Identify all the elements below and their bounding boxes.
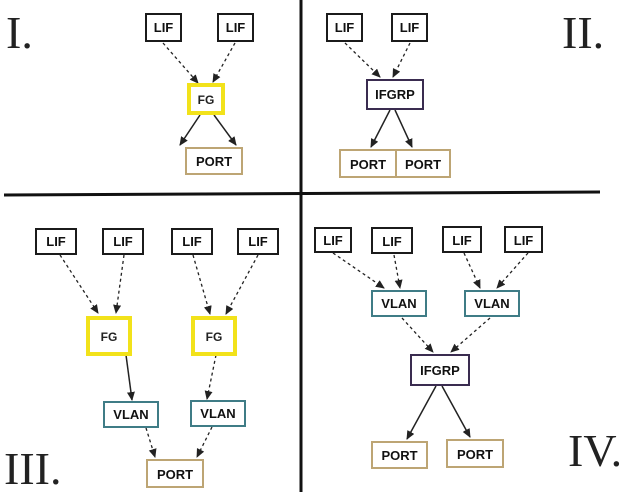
quadrant-2-numeral: II. xyxy=(562,7,604,58)
quadrant-3-numeral: III. xyxy=(4,443,61,492)
vlan-box: VLAN xyxy=(464,290,520,317)
arrow xyxy=(145,427,157,458)
lif-box: LIF xyxy=(442,226,482,253)
horizontal-divider xyxy=(3,190,601,197)
lif-box: LIF xyxy=(35,228,77,255)
vlan-label: VLAN xyxy=(381,296,416,311)
port-box: PORT xyxy=(339,149,397,178)
arrow xyxy=(394,109,413,148)
ifgrp-label: IFGRP xyxy=(375,87,415,102)
fg-label: FG xyxy=(101,330,118,344)
port-label: PORT xyxy=(381,448,417,463)
arrow xyxy=(370,109,391,148)
lif-label: LIF xyxy=(113,234,133,249)
arrow xyxy=(196,426,213,458)
quadrant-1-numeral: I. xyxy=(6,7,33,58)
arrow xyxy=(450,317,491,353)
arrow xyxy=(496,252,529,289)
lif-label: LIF xyxy=(46,234,66,249)
lif-label: LIF xyxy=(335,20,355,35)
lif-label: LIF xyxy=(323,233,343,248)
arrow xyxy=(344,42,381,78)
lif-box: LIF xyxy=(102,228,144,255)
port-label: PORT xyxy=(157,467,193,482)
lif-box: LIF xyxy=(391,13,428,42)
fg-box: FG xyxy=(191,316,237,356)
lif-box: LIF xyxy=(217,13,254,42)
lif-box: LIF xyxy=(314,227,352,253)
arrow xyxy=(212,42,236,83)
arrow xyxy=(125,354,135,401)
lif-label: LIF xyxy=(182,234,202,249)
vlan-box: VLAN xyxy=(190,400,246,427)
ifgrp-label: IFGRP xyxy=(420,363,460,378)
arrow xyxy=(113,254,125,314)
quadrant-4-numeral: IV. xyxy=(568,425,620,476)
lif-label: LIF xyxy=(154,20,174,35)
fg-box: FG xyxy=(187,83,225,115)
lif-box: LIF xyxy=(504,226,543,253)
lif-label: LIF xyxy=(514,233,534,248)
port-box: PORT xyxy=(185,147,243,175)
vlan-box: VLAN xyxy=(103,401,159,428)
vlan-label: VLAN xyxy=(474,296,509,311)
arrow xyxy=(225,254,259,315)
port-box: PORT xyxy=(371,441,428,469)
arrow xyxy=(192,254,212,315)
port-label: PORT xyxy=(350,157,386,172)
port-label: PORT xyxy=(405,157,441,172)
arrow xyxy=(179,114,201,146)
lif-box: LIF xyxy=(326,13,363,42)
arrow xyxy=(332,252,385,289)
arrow xyxy=(213,114,237,146)
lif-label: LIF xyxy=(382,234,402,249)
port-label: PORT xyxy=(196,154,232,169)
arrow xyxy=(162,42,199,84)
quadrant-3: LIF LIF LIF LIF FG FG VLAN VLAN xyxy=(35,228,279,488)
lif-box: LIF xyxy=(145,13,182,42)
vlan-box: VLAN xyxy=(371,290,427,317)
lif-label: LIF xyxy=(400,20,420,35)
arrow xyxy=(406,385,437,440)
arrow xyxy=(393,254,403,289)
vlan-label: VLAN xyxy=(113,407,148,422)
fg-label: FG xyxy=(198,93,215,107)
port-label: PORT xyxy=(457,447,493,462)
fg-label: FG xyxy=(206,330,223,344)
vlan-label: VLAN xyxy=(200,406,235,421)
arrow xyxy=(59,254,99,314)
lif-box: LIF xyxy=(371,227,413,254)
quadrant-1: LIF LIF FG PORT xyxy=(145,13,254,175)
arrow xyxy=(401,317,434,353)
lif-box: LIF xyxy=(171,228,213,255)
lif-label: LIF xyxy=(248,234,268,249)
port-box: PORT xyxy=(395,149,451,178)
ifgrp-box: IFGRP xyxy=(366,79,424,110)
port-box: PORT xyxy=(446,439,504,468)
fg-box: FG xyxy=(86,316,132,356)
arrow xyxy=(204,354,217,400)
quadrant-2: LIF LIF IFGRP PORT PORT xyxy=(326,13,451,178)
lif-label: LIF xyxy=(226,20,246,35)
arrow xyxy=(441,385,471,438)
arrow xyxy=(463,252,481,289)
ifgrp-box: IFGRP xyxy=(410,354,470,386)
lif-box: LIF xyxy=(237,228,279,255)
arrow xyxy=(392,42,411,78)
port-box: PORT xyxy=(146,459,204,488)
quadrant-4: LIF LIF LIF LIF VLAN VLAN IFGRP PORT xyxy=(314,226,543,469)
lif-label: LIF xyxy=(452,233,472,248)
